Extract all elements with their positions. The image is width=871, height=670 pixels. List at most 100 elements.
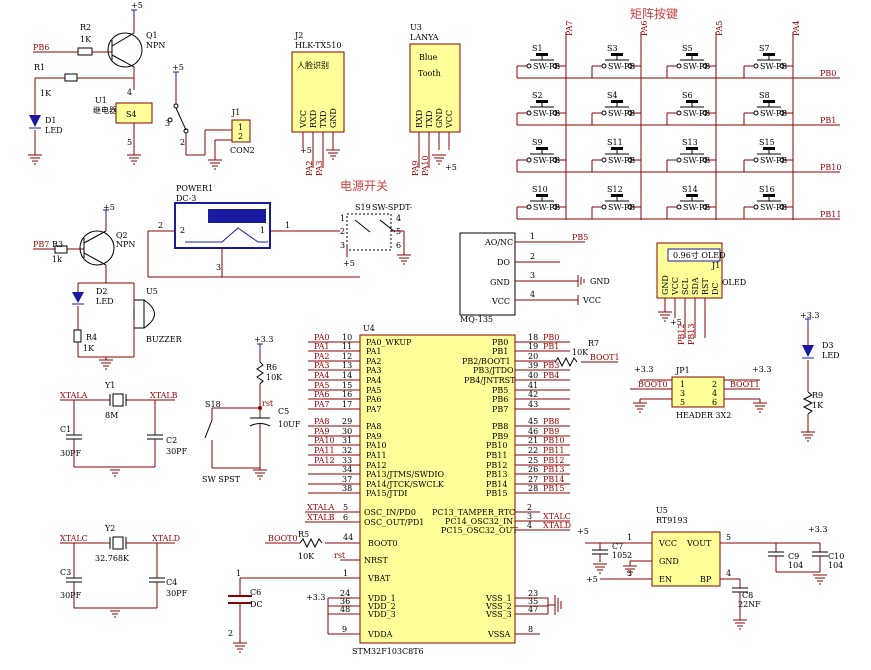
svg-text:PB14: PB14 xyxy=(486,480,507,489)
svg-text:XTALA: XTALA xyxy=(60,391,88,400)
key-label: S12 xyxy=(607,185,623,194)
svg-text:PB7: PB7 xyxy=(492,405,508,414)
svg-text:22: 22 xyxy=(528,446,538,455)
key-label: S15 xyxy=(759,138,775,147)
svg-text:VDD_3: VDD_3 xyxy=(367,610,396,619)
buzzer-section: PB7 R3 1k Q2 NPN +5 D2 LED R4 1K U5 xyxy=(33,203,183,370)
svg-text:43: 43 xyxy=(528,400,538,409)
svg-text:13: 13 xyxy=(342,361,352,370)
svg-text:BOOT1: BOOT1 xyxy=(590,353,620,362)
relay-section: PB6 R2 1K Q1 NPN +5 R1 1K D1 LED U1 继电器 … xyxy=(27,1,255,170)
r1-value: 1K xyxy=(40,89,52,98)
svg-text:12: 12 xyxy=(342,352,352,361)
power1-label: POWER1 xyxy=(176,184,213,193)
svg-text:PB7: PB7 xyxy=(33,240,49,249)
svg-text:10K: 10K xyxy=(298,552,315,561)
power-section: POWER1 DC-3 2 1 2 3 1 S19 SW-SPDT- 1 2 3… xyxy=(147,184,412,278)
svg-text:16: 16 xyxy=(342,390,352,399)
svg-text:28: 28 xyxy=(528,484,538,493)
y2-crystal xyxy=(112,536,124,550)
svg-text:32: 32 xyxy=(342,446,352,455)
reset-section: +3.3 R6 10K rst S18 SW SPST C5 10UF xyxy=(202,335,301,484)
s19-label: S19 xyxy=(355,203,371,212)
j1-label: J1 xyxy=(231,108,240,117)
key-label: S3 xyxy=(607,44,618,53)
key-type: SW-PB xyxy=(533,156,560,165)
q2-transistor xyxy=(79,230,115,266)
svg-text:45: 45 xyxy=(528,417,538,426)
svg-text:VCC: VCC xyxy=(582,296,601,305)
matrix-keypad: PA7 PA6 PA5 PA4 PB0 PB1 PB10 PB11 S1SW-P… xyxy=(516,20,841,220)
key-type: SW-PB xyxy=(683,109,710,118)
svg-text:PA3: PA3 xyxy=(366,366,382,375)
svg-text:BOOT0: BOOT0 xyxy=(268,534,298,543)
svg-text:10K: 10K xyxy=(572,348,589,357)
svg-text:JP1: JP1 xyxy=(675,366,690,375)
svg-text:+5: +5 xyxy=(172,63,184,72)
svg-text:10K: 10K xyxy=(266,373,283,382)
svg-text:3: 3 xyxy=(340,241,345,250)
svg-text:+5: +5 xyxy=(103,203,115,212)
svg-text:PA8: PA8 xyxy=(314,417,330,426)
svg-text:VCC: VCC xyxy=(299,110,308,129)
mq135-label: MQ-135 xyxy=(460,315,493,324)
svg-text:5: 5 xyxy=(343,503,348,512)
svg-text:VDD_2: VDD_2 xyxy=(367,602,396,611)
svg-text:4: 4 xyxy=(712,389,717,398)
svg-text:Y2: Y2 xyxy=(104,524,115,533)
svg-text:21: 21 xyxy=(528,436,538,445)
svg-text:+3.3: +3.3 xyxy=(306,593,325,602)
key-type: SW-PB xyxy=(683,203,710,212)
svg-text:2: 2 xyxy=(238,132,243,141)
svg-text:PB1: PB1 xyxy=(492,347,508,356)
svg-text:1: 1 xyxy=(260,226,265,235)
d1-label: D1 xyxy=(45,116,57,125)
svg-text:PB10: PB10 xyxy=(486,441,507,450)
svg-text:SW SPST: SW SPST xyxy=(202,475,241,484)
svg-text:34: 34 xyxy=(342,465,352,474)
svg-text:+3.3: +3.3 xyxy=(752,365,771,374)
svg-text:S18: S18 xyxy=(205,400,221,409)
svg-text:PB1: PB1 xyxy=(820,116,836,125)
svg-text:PB8: PB8 xyxy=(543,417,559,426)
svg-text:D3: D3 xyxy=(822,341,834,350)
svg-text:PA10: PA10 xyxy=(421,155,430,176)
svg-text:R5: R5 xyxy=(298,530,309,539)
j2-body xyxy=(291,51,345,133)
svg-text:C6: C6 xyxy=(250,588,261,597)
u3-label: U3 xyxy=(410,23,422,32)
svg-text:PA7: PA7 xyxy=(314,400,330,409)
key-label: S10 xyxy=(532,185,548,194)
svg-text:BP: BP xyxy=(700,575,712,584)
svg-text:PA9: PA9 xyxy=(411,160,420,176)
svg-text:40: 40 xyxy=(528,371,538,380)
svg-text:25: 25 xyxy=(528,456,538,465)
key-type: SW-PB xyxy=(608,62,635,71)
d3-led xyxy=(802,345,814,357)
crystal-y2: XTALC XTALD Y2 32.768K C3 30PF C4 30PF xyxy=(60,524,188,618)
bluetooth-module: U3 LANYA Blue Tooth RXD TXD GND VCC +5 P… xyxy=(409,23,461,176)
svg-text:30PF: 30PF xyxy=(60,591,82,600)
svg-text:U5: U5 xyxy=(146,287,158,296)
svg-text:VSS_1: VSS_1 xyxy=(485,594,512,603)
svg-text:LED: LED xyxy=(96,297,114,306)
svg-text:PC15_OSC32_OUT: PC15_OSC32_OUT xyxy=(441,526,518,535)
svg-text:C10: C10 xyxy=(828,552,844,561)
key-type: SW-PB xyxy=(533,62,560,71)
svg-text:PA5: PA5 xyxy=(715,20,724,36)
svg-text:6: 6 xyxy=(396,241,401,250)
svg-text:SCL: SCL xyxy=(681,277,690,295)
svg-text:VSS_2: VSS_2 xyxy=(485,602,512,611)
